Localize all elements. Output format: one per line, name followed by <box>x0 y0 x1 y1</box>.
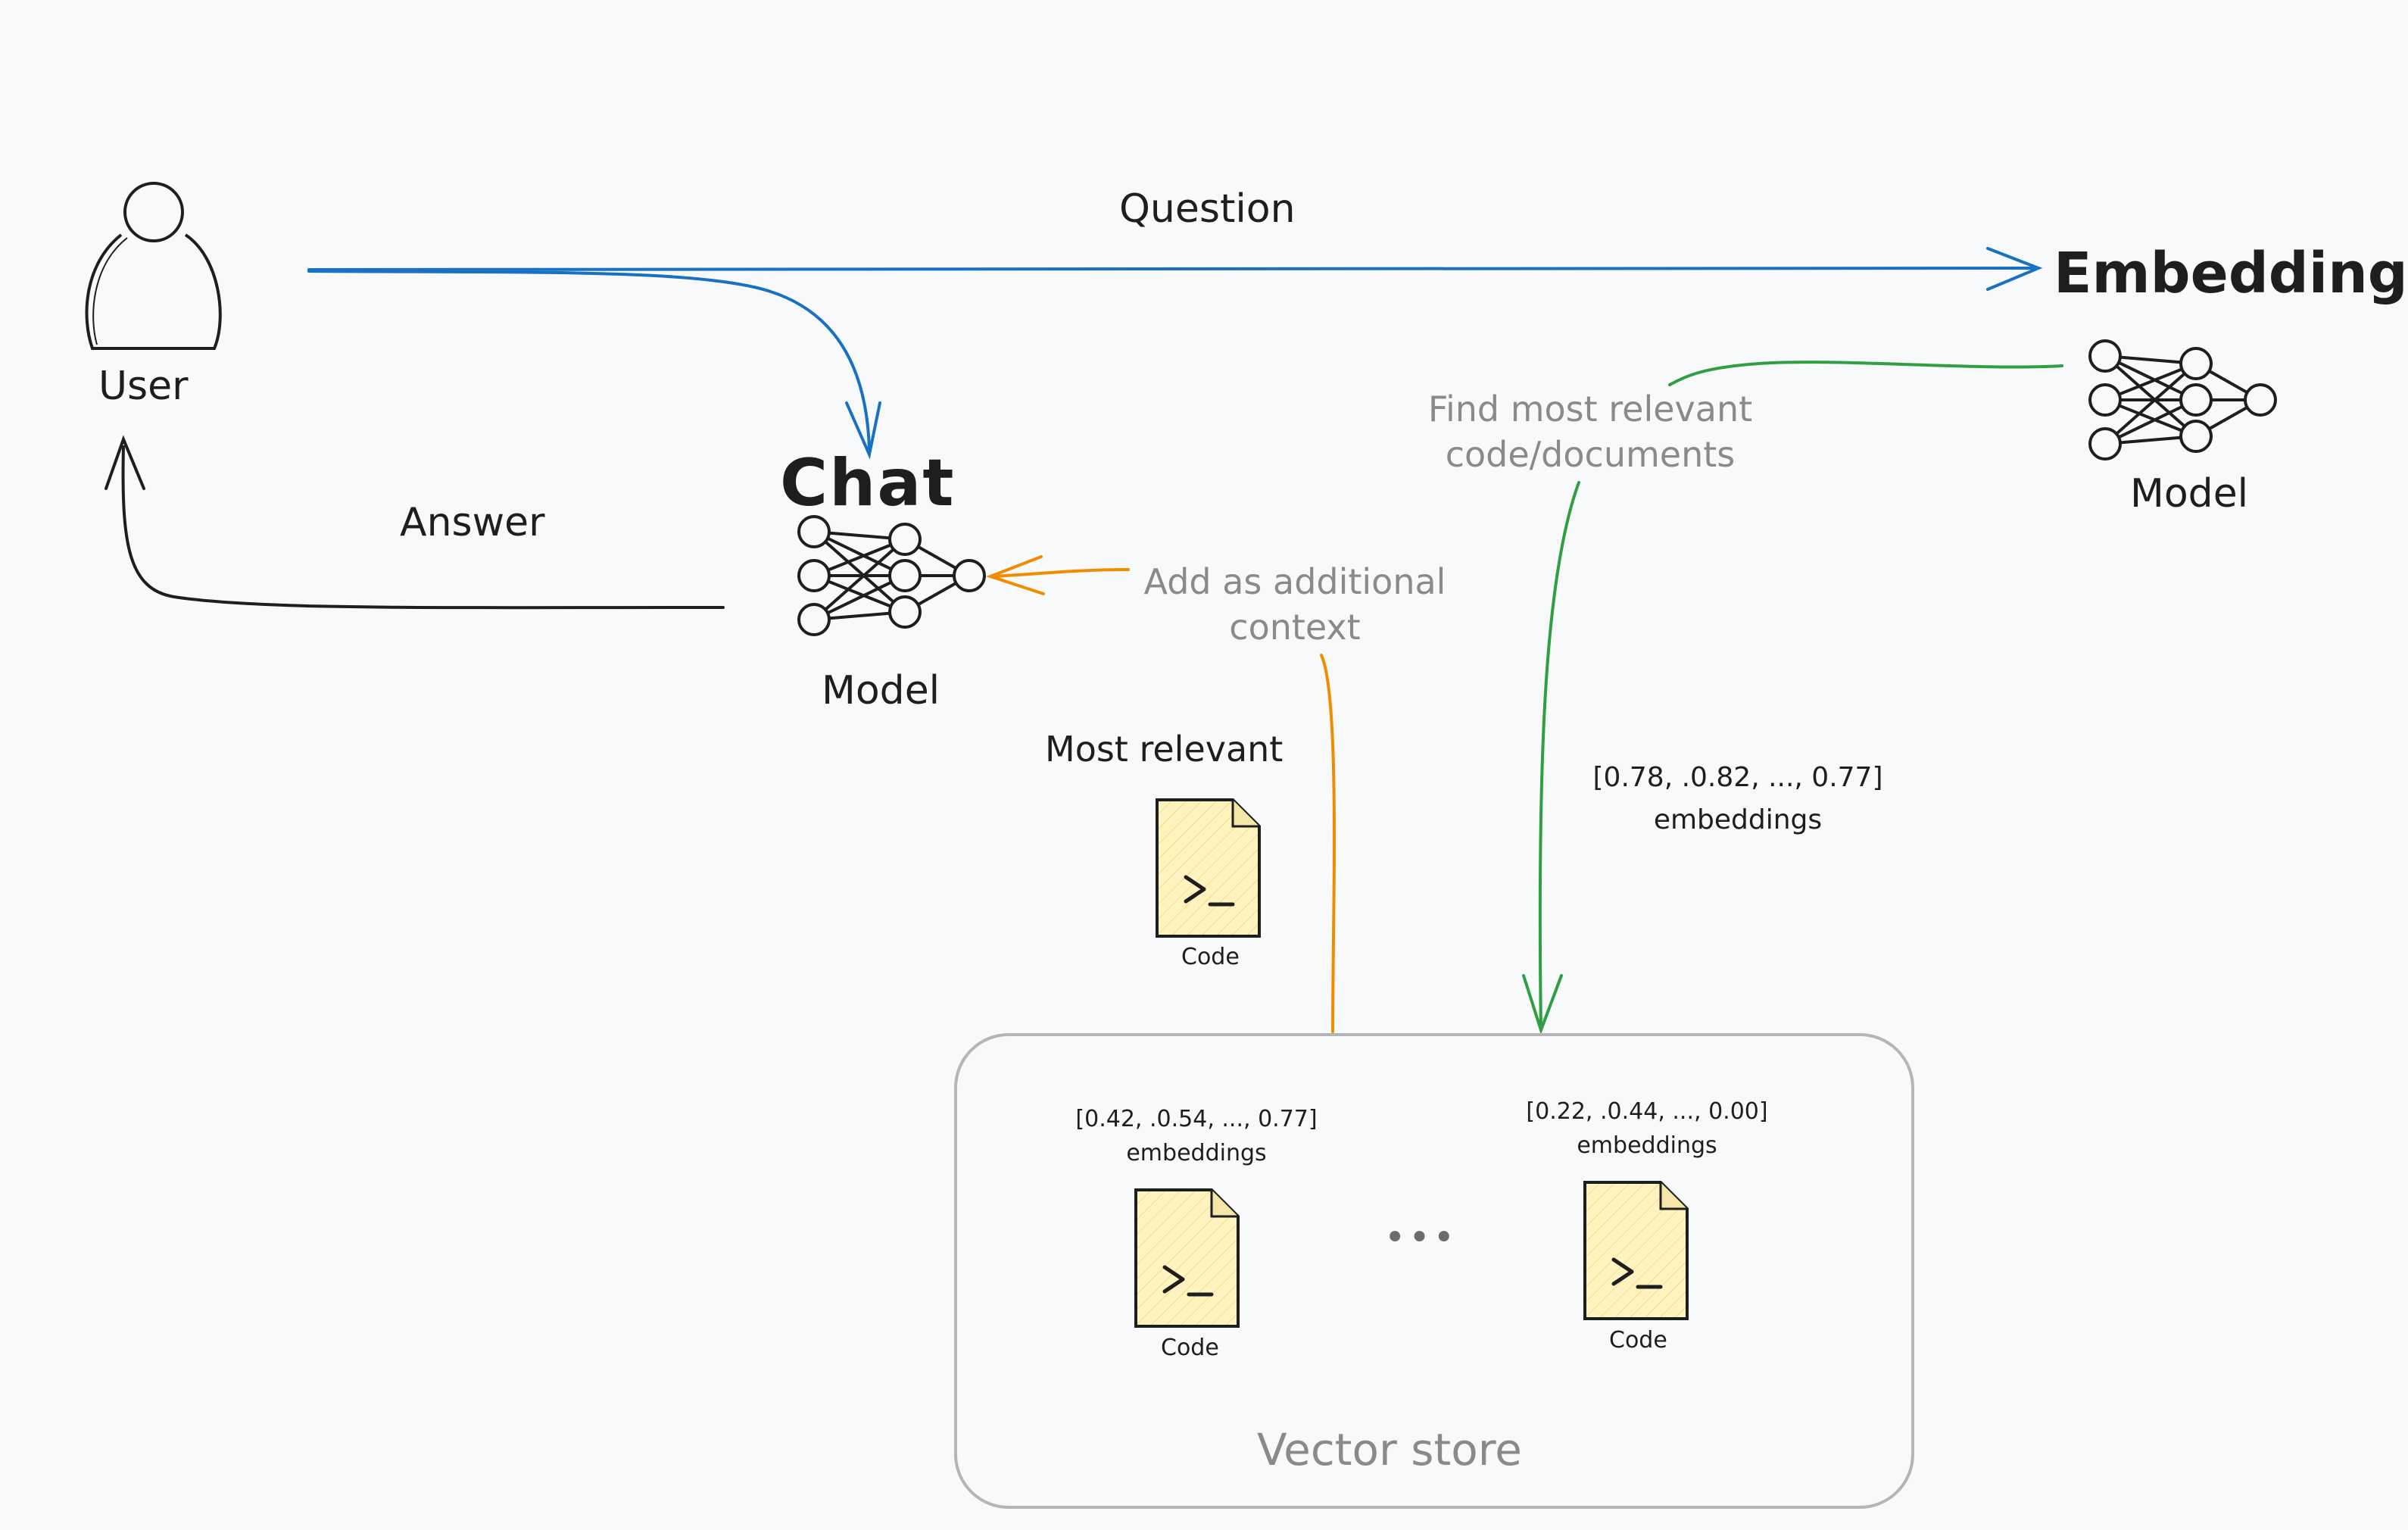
find-relevant-arrow <box>1522 361 2063 1035</box>
vector-store-doc1-caption: embeddings <box>1126 1140 1267 1166</box>
find-relevant-label: Find most relevant code/documents <box>1393 386 1787 477</box>
embedding-title: Embedding <box>2054 241 2408 306</box>
query-embedding-vector: [0.78, .0.82, ..., 0.77] <box>1592 762 1883 793</box>
vector-store-doc2-caption: embeddings <box>1577 1132 1717 1159</box>
add-context-label: Add as additional context <box>1121 559 1469 650</box>
person-icon <box>85 182 222 350</box>
user-label: User <box>98 364 189 409</box>
most-relevant-label: Most relevant <box>1045 729 1284 770</box>
chat-title: Chat <box>780 445 956 521</box>
embedding-model-label: Model <box>2130 471 2249 517</box>
question-arrow <box>307 247 2043 460</box>
vector-store-code-icon-2 <box>1585 1182 1687 1319</box>
vector-store-box <box>954 1033 1914 1509</box>
chat-neural-network-icon <box>797 515 986 636</box>
add-context-text: Add as additional context <box>1143 561 1446 648</box>
vector-store-code-icon-1 <box>1136 1190 1238 1326</box>
context-arrow <box>986 555 1336 1033</box>
chat-model-label: Model <box>822 668 940 713</box>
find-relevant-text: Find most relevant code/documents <box>1427 389 1753 475</box>
vector-store-doc1-code-label: Code <box>1161 1335 1219 1361</box>
vector-store-doc2-vector: [0.22, .0.44, ..., 0.00] <box>1526 1098 1768 1125</box>
query-embedding-caption: embeddings <box>1653 804 1823 835</box>
most-relevant-code-icon <box>1157 800 1259 936</box>
vector-store-doc2-code-label: Code <box>1609 1327 1667 1354</box>
question-label: Question <box>1119 186 1296 232</box>
vector-store-label: Vector store <box>1257 1424 1522 1475</box>
answer-arrow <box>104 435 725 610</box>
embedding-neural-network-icon <box>2088 339 2277 461</box>
vector-store-doc1-vector: [0.42, .0.54, ..., 0.77] <box>1075 1106 1318 1132</box>
vector-store-ellipsis: ••• <box>1384 1216 1458 1259</box>
answer-label: Answer <box>400 500 545 545</box>
most-relevant-code-label: Code <box>1181 944 1240 970</box>
